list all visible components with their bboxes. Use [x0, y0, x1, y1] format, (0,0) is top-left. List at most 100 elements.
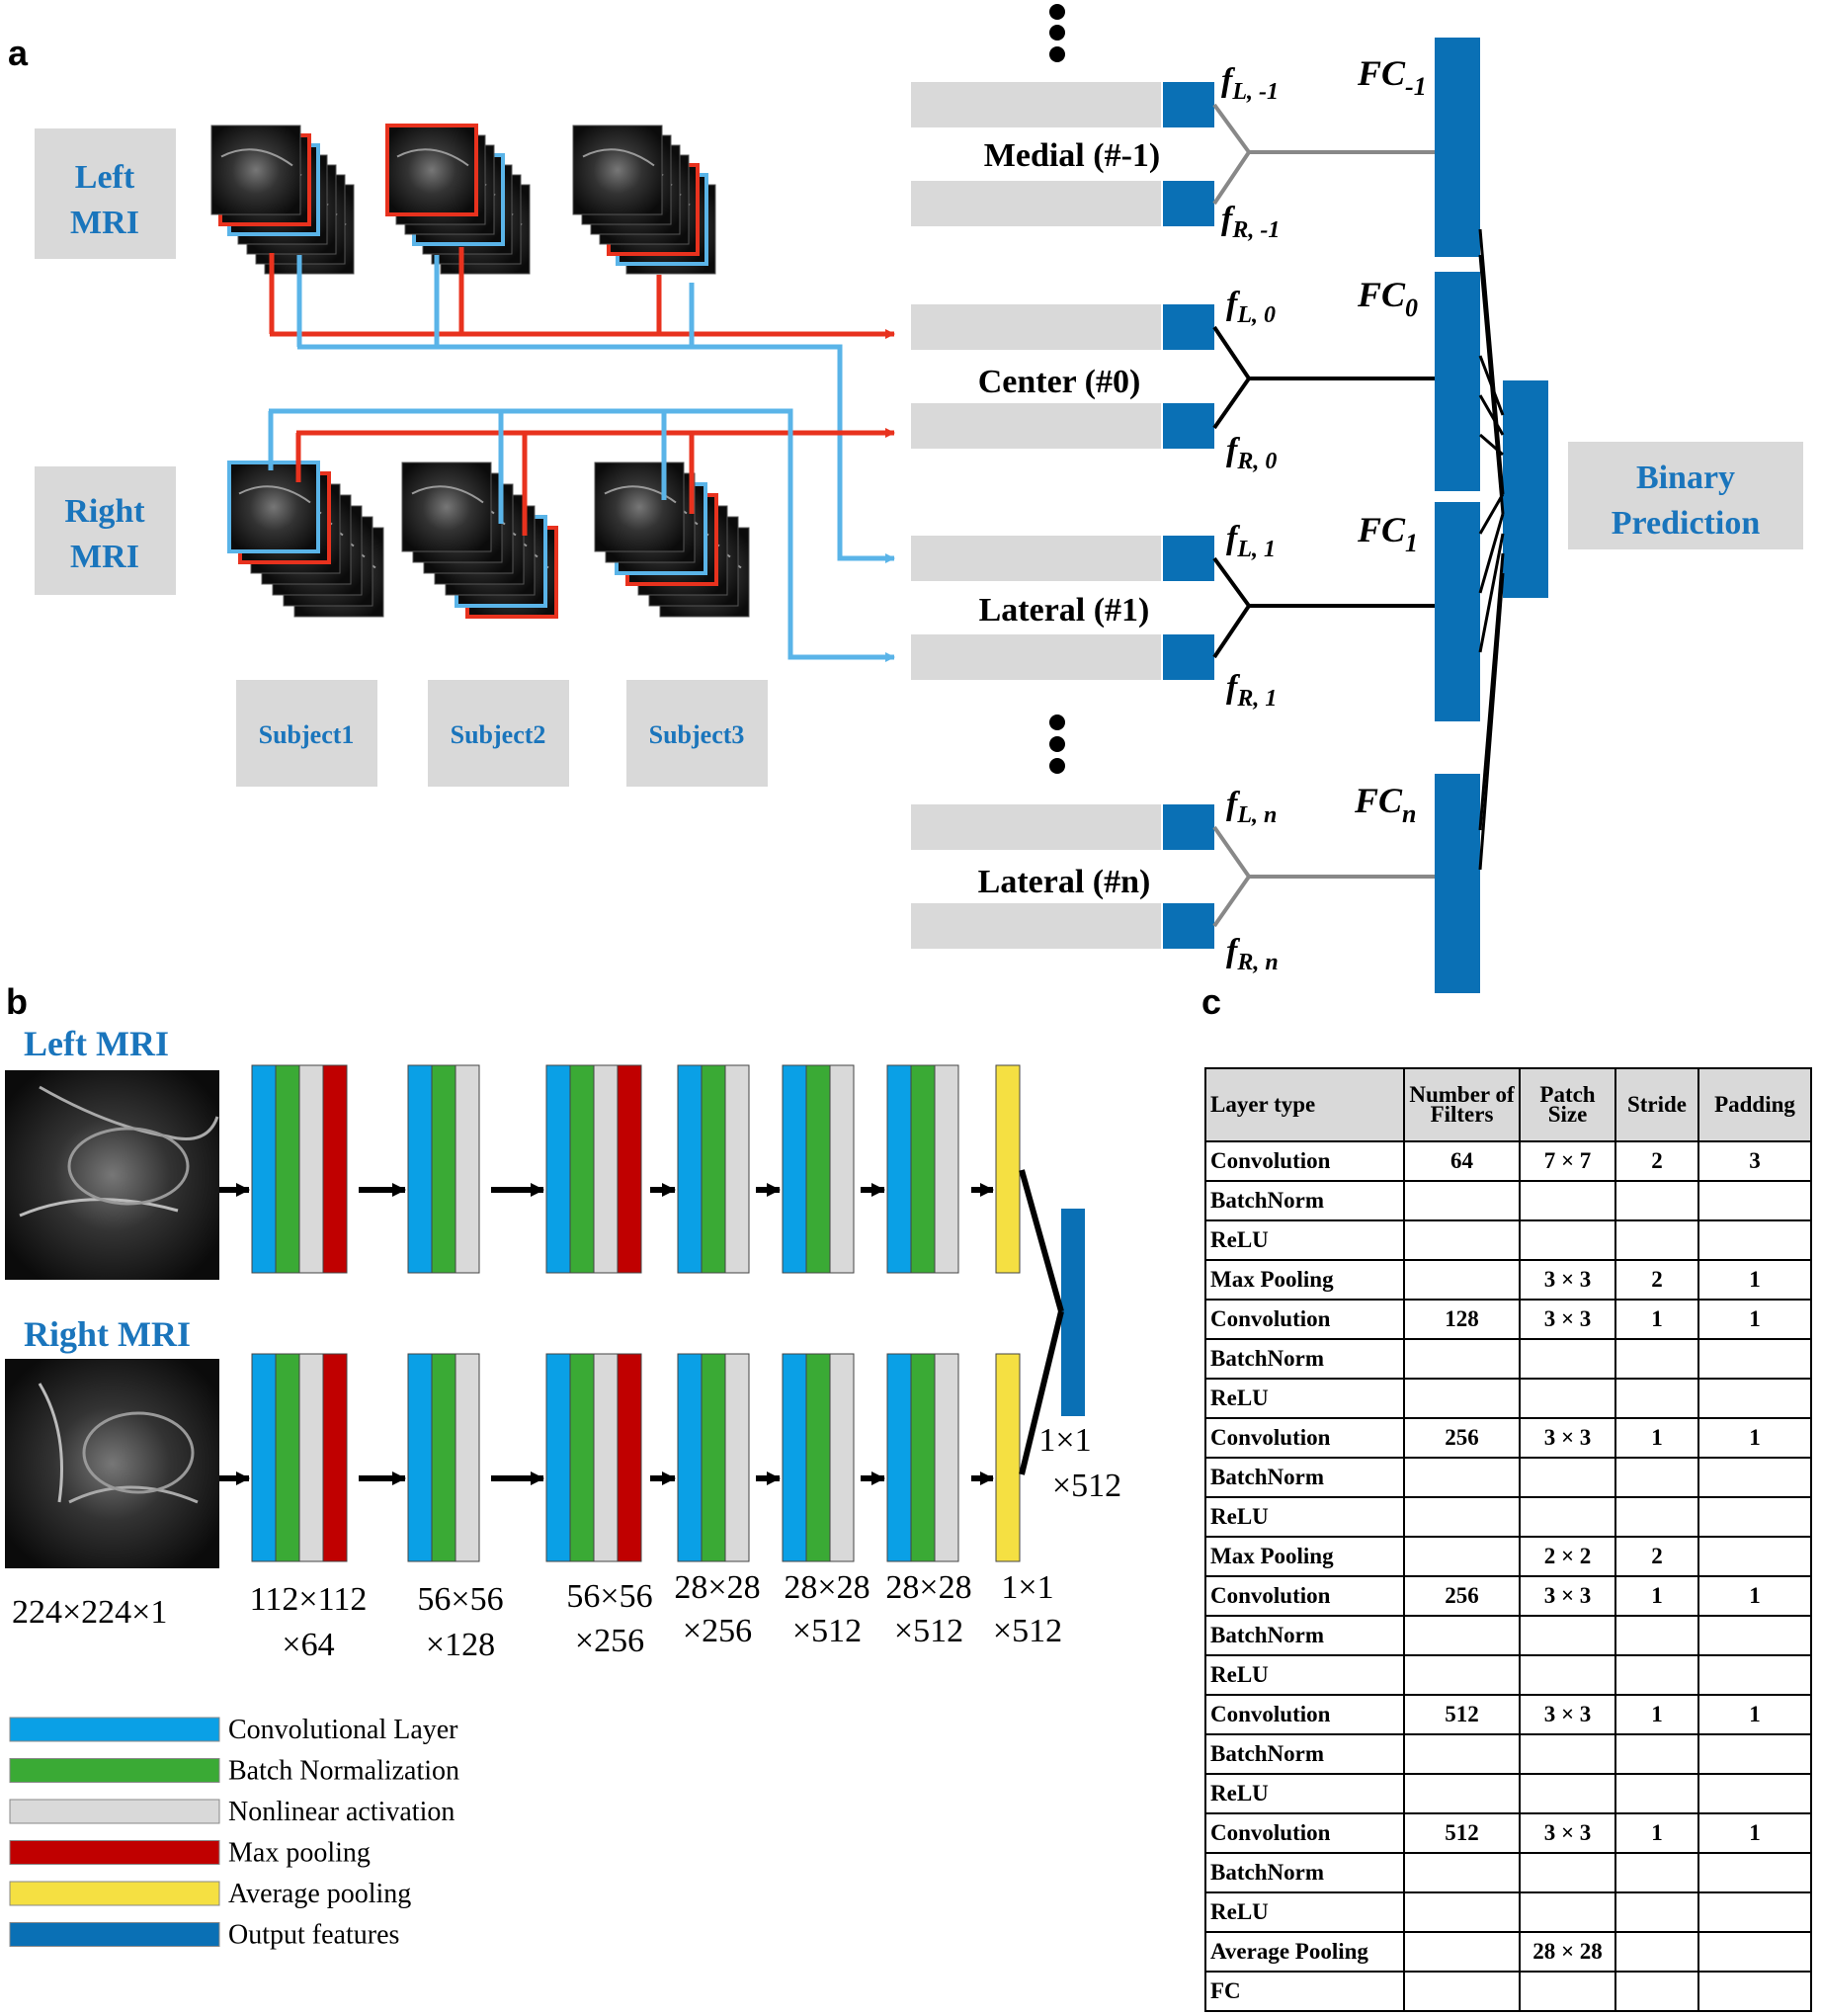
cell-stride: [1614, 1496, 1699, 1538]
table-row: BatchNorm: [1204, 1338, 1812, 1380]
table-row: BatchNorm: [1204, 1852, 1812, 1893]
left-stack-subject3: [572, 125, 716, 275]
table-row: BatchNorm: [1204, 1733, 1812, 1775]
right-mri-box: Right MRI: [35, 466, 176, 595]
cell-filters: [1403, 1536, 1521, 1577]
cell-layer-type: BatchNorm: [1204, 1180, 1405, 1221]
legend-label-5: Average pooling: [228, 1879, 411, 1909]
cell-patch-size: [1519, 1971, 1616, 2012]
left-conv-layer-1: [251, 1064, 277, 1274]
table-row: ReLU: [1204, 1654, 1812, 1696]
left-conv-layer-5: [782, 1064, 807, 1274]
right-batchnorm-layer-4: [701, 1353, 726, 1562]
cell-padding: [1697, 1536, 1812, 1577]
cell-filters: 128: [1403, 1299, 1521, 1340]
cell-patch-size: [1519, 1180, 1616, 1221]
stage-dim-1-line2: ×64: [282, 1627, 334, 1663]
branch-label-lateral-1: Lateral (#1): [979, 592, 1150, 629]
subject-box-2: Subject2: [428, 680, 569, 787]
right-conv-layer-4: [677, 1353, 703, 1562]
fc-0-bar: [1435, 272, 1480, 491]
left-stack-subject2: [385, 124, 531, 275]
right-conv-layer-3: [545, 1353, 571, 1562]
cell-stride: [1614, 1971, 1699, 2012]
cell-filters: 256: [1403, 1575, 1521, 1617]
table-row: BatchNorm: [1204, 1457, 1812, 1498]
cell-stride: 1: [1614, 1417, 1699, 1459]
left-activation-layer-5: [829, 1064, 855, 1274]
left-conv-layer-2: [407, 1064, 433, 1274]
cell-stride: [1614, 1931, 1699, 1973]
panel-b-label: b: [6, 981, 28, 1022]
cell-layer-type: Max Pooling: [1204, 1536, 1405, 1577]
cell-filters: [1403, 1891, 1521, 1933]
right-conv-layer-2: [407, 1353, 433, 1562]
cell-filters: 512: [1403, 1694, 1521, 1735]
right-mri-label-line1: Right: [64, 493, 145, 530]
cell-filters: [1403, 1378, 1521, 1419]
cell-patch-size: 3 × 3: [1519, 1575, 1616, 1617]
cell-padding: [1697, 1615, 1812, 1656]
cell-filters: 256: [1403, 1417, 1521, 1459]
fc-labels: FC-1 FC0 FC1 FCn: [1354, 53, 1427, 828]
cell-layer-type: ReLU: [1204, 1496, 1405, 1538]
cell-padding: [1697, 1378, 1812, 1419]
mri-slice: [401, 462, 492, 552]
right-activation-layer-1: [298, 1353, 324, 1562]
mri-slice-contour: [582, 148, 655, 167]
left-maxpool-layer-1: [322, 1064, 348, 1274]
legend-label-6: Output features: [228, 1920, 399, 1951]
right-activation-layer-6: [934, 1353, 959, 1562]
left-cyan-arrow: [297, 344, 895, 563]
cell-layer-type: ReLU: [1204, 1219, 1405, 1261]
cell-filters: [1403, 1219, 1521, 1261]
mri-slice: [227, 461, 320, 553]
stage-dim-4-line2: ×256: [683, 1613, 752, 1649]
cell-patch-size: 28 × 28: [1519, 1931, 1616, 1973]
table-row: ReLU: [1204, 1773, 1812, 1814]
cell-patch-size: 3 × 3: [1519, 1417, 1616, 1459]
cell-patch-size: [1519, 1219, 1616, 1261]
cell-patch-size: 3 × 3: [1519, 1299, 1616, 1340]
cell-filters: [1403, 1971, 1521, 2012]
cell-stride: [1614, 1219, 1699, 1261]
fc-label-1: FC1: [1357, 510, 1418, 557]
table-row: ReLU: [1204, 1496, 1812, 1538]
left-conv-layer-4: [677, 1064, 703, 1274]
left-avgpool-layer-7: [995, 1064, 1021, 1274]
right-activation-layer-3: [593, 1353, 619, 1562]
mri-slice-contour: [220, 148, 293, 167]
legend-swatch-5: [9, 1881, 220, 1906]
cell-stride: 1: [1614, 1694, 1699, 1735]
cell-stride: [1614, 1615, 1699, 1656]
cell-padding: [1697, 1457, 1812, 1498]
left-mri-label-line1: Left: [75, 159, 135, 196]
branch-label-lateral-n: Lateral (#n): [978, 864, 1151, 900]
cell-patch-size: [1519, 1615, 1616, 1656]
cell-filters: [1403, 1259, 1521, 1301]
cell-filters: [1403, 1931, 1521, 1973]
stage-dim-2-line1: 56×56: [417, 1581, 503, 1618]
legend-label-1: Convolutional Layer: [228, 1715, 458, 1745]
cell-padding: 1: [1697, 1299, 1812, 1340]
stage-dim-6-line1: 28×28: [885, 1569, 971, 1606]
right-activation-layer-5: [829, 1353, 855, 1562]
cell-padding: [1697, 1891, 1812, 1933]
cell-padding: [1697, 1852, 1812, 1893]
right-cyan-arrow: [269, 408, 895, 662]
cell-filters: [1403, 1654, 1521, 1696]
cell-padding: [1697, 1773, 1812, 1814]
cell-filters: [1403, 1773, 1521, 1814]
cell-layer-type: BatchNorm: [1204, 1615, 1405, 1656]
legend-swatch-6: [9, 1922, 220, 1947]
branch-medial: Medial (#-1) fL, -1 fR, -1: [911, 62, 1435, 243]
left-mri-image: [5, 1070, 219, 1280]
fc-label-minus1: FC-1: [1357, 53, 1427, 101]
cell-filters: [1403, 1338, 1521, 1380]
ellipsis-top: [1049, 4, 1065, 62]
binary-prediction-line1: Binary: [1636, 460, 1735, 496]
cell-filters: 64: [1403, 1140, 1521, 1182]
subject-box-1: Subject1: [236, 680, 377, 787]
cell-layer-type: Convolution: [1204, 1575, 1405, 1617]
